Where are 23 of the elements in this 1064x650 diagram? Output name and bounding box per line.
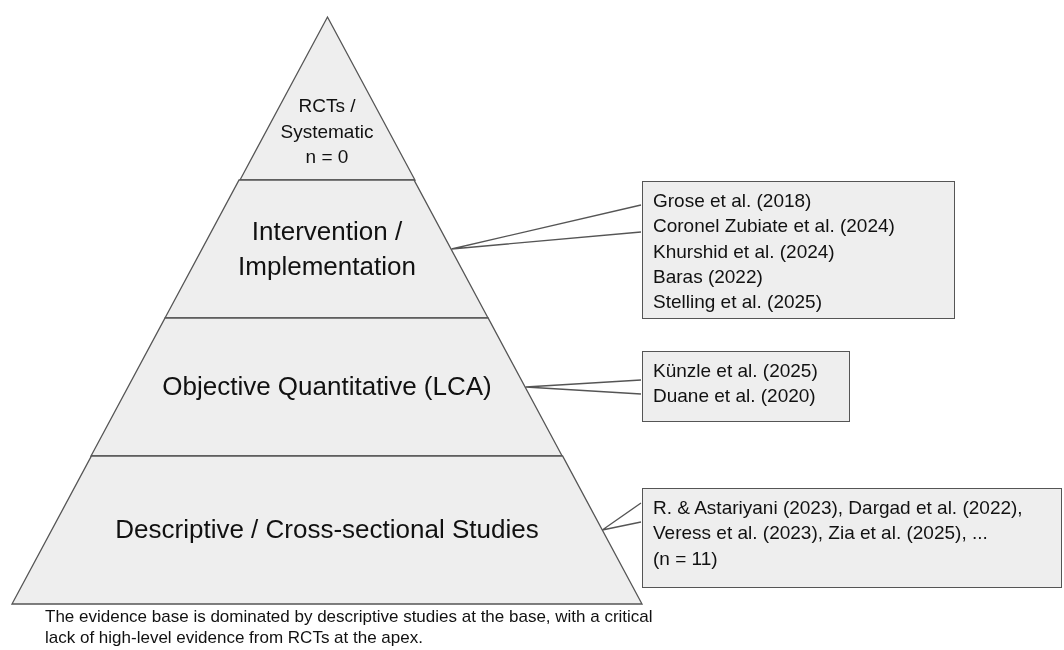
tier-label: Intervention / Implementation: [237, 214, 417, 283]
citation-text: Künzle et al. (2025): [653, 359, 819, 383]
citation-text: Baras (2022): [653, 264, 764, 289]
citation-text: R. & Astariyani (2023), Dargad et al. (2022), Veress et al. (2023), Zia et al. (2025), ...: [653, 496, 1024, 546]
citation-callout: [642, 488, 1062, 588]
citation-text: Coronel Zubiate et al. (2024): [653, 214, 896, 239]
citation-text: (n = 11): [653, 546, 719, 571]
pyramid-tier: [12, 456, 642, 604]
callout-pointer: [601, 502, 642, 531]
caption: The evidence base is dominated by descriptive studies at the base, with a critical lack of high-level evidence from RCTs at the apex.: [45, 606, 654, 649]
pyramid-apex: [239, 17, 415, 180]
tier-label: Objective Quantitative (LCA): [161, 370, 493, 404]
citation-callout: [642, 181, 955, 319]
citation-text: Khurshid et al. (2024): [653, 239, 836, 264]
citation-text: Stelling et al. (2025): [653, 290, 823, 315]
citation-text: Duane et al. (2020): [653, 384, 817, 409]
pyramid-tier: [165, 180, 489, 318]
pyramid-tier: [91, 318, 563, 456]
citation-text: Grose et al. (2018): [653, 189, 813, 213]
tier-label: n = 0: [304, 145, 350, 170]
citation-callout: [642, 351, 850, 422]
callout-pointer: [450, 204, 642, 250]
tier-label: Descriptive / Cross-sectional Studies: [114, 513, 540, 547]
